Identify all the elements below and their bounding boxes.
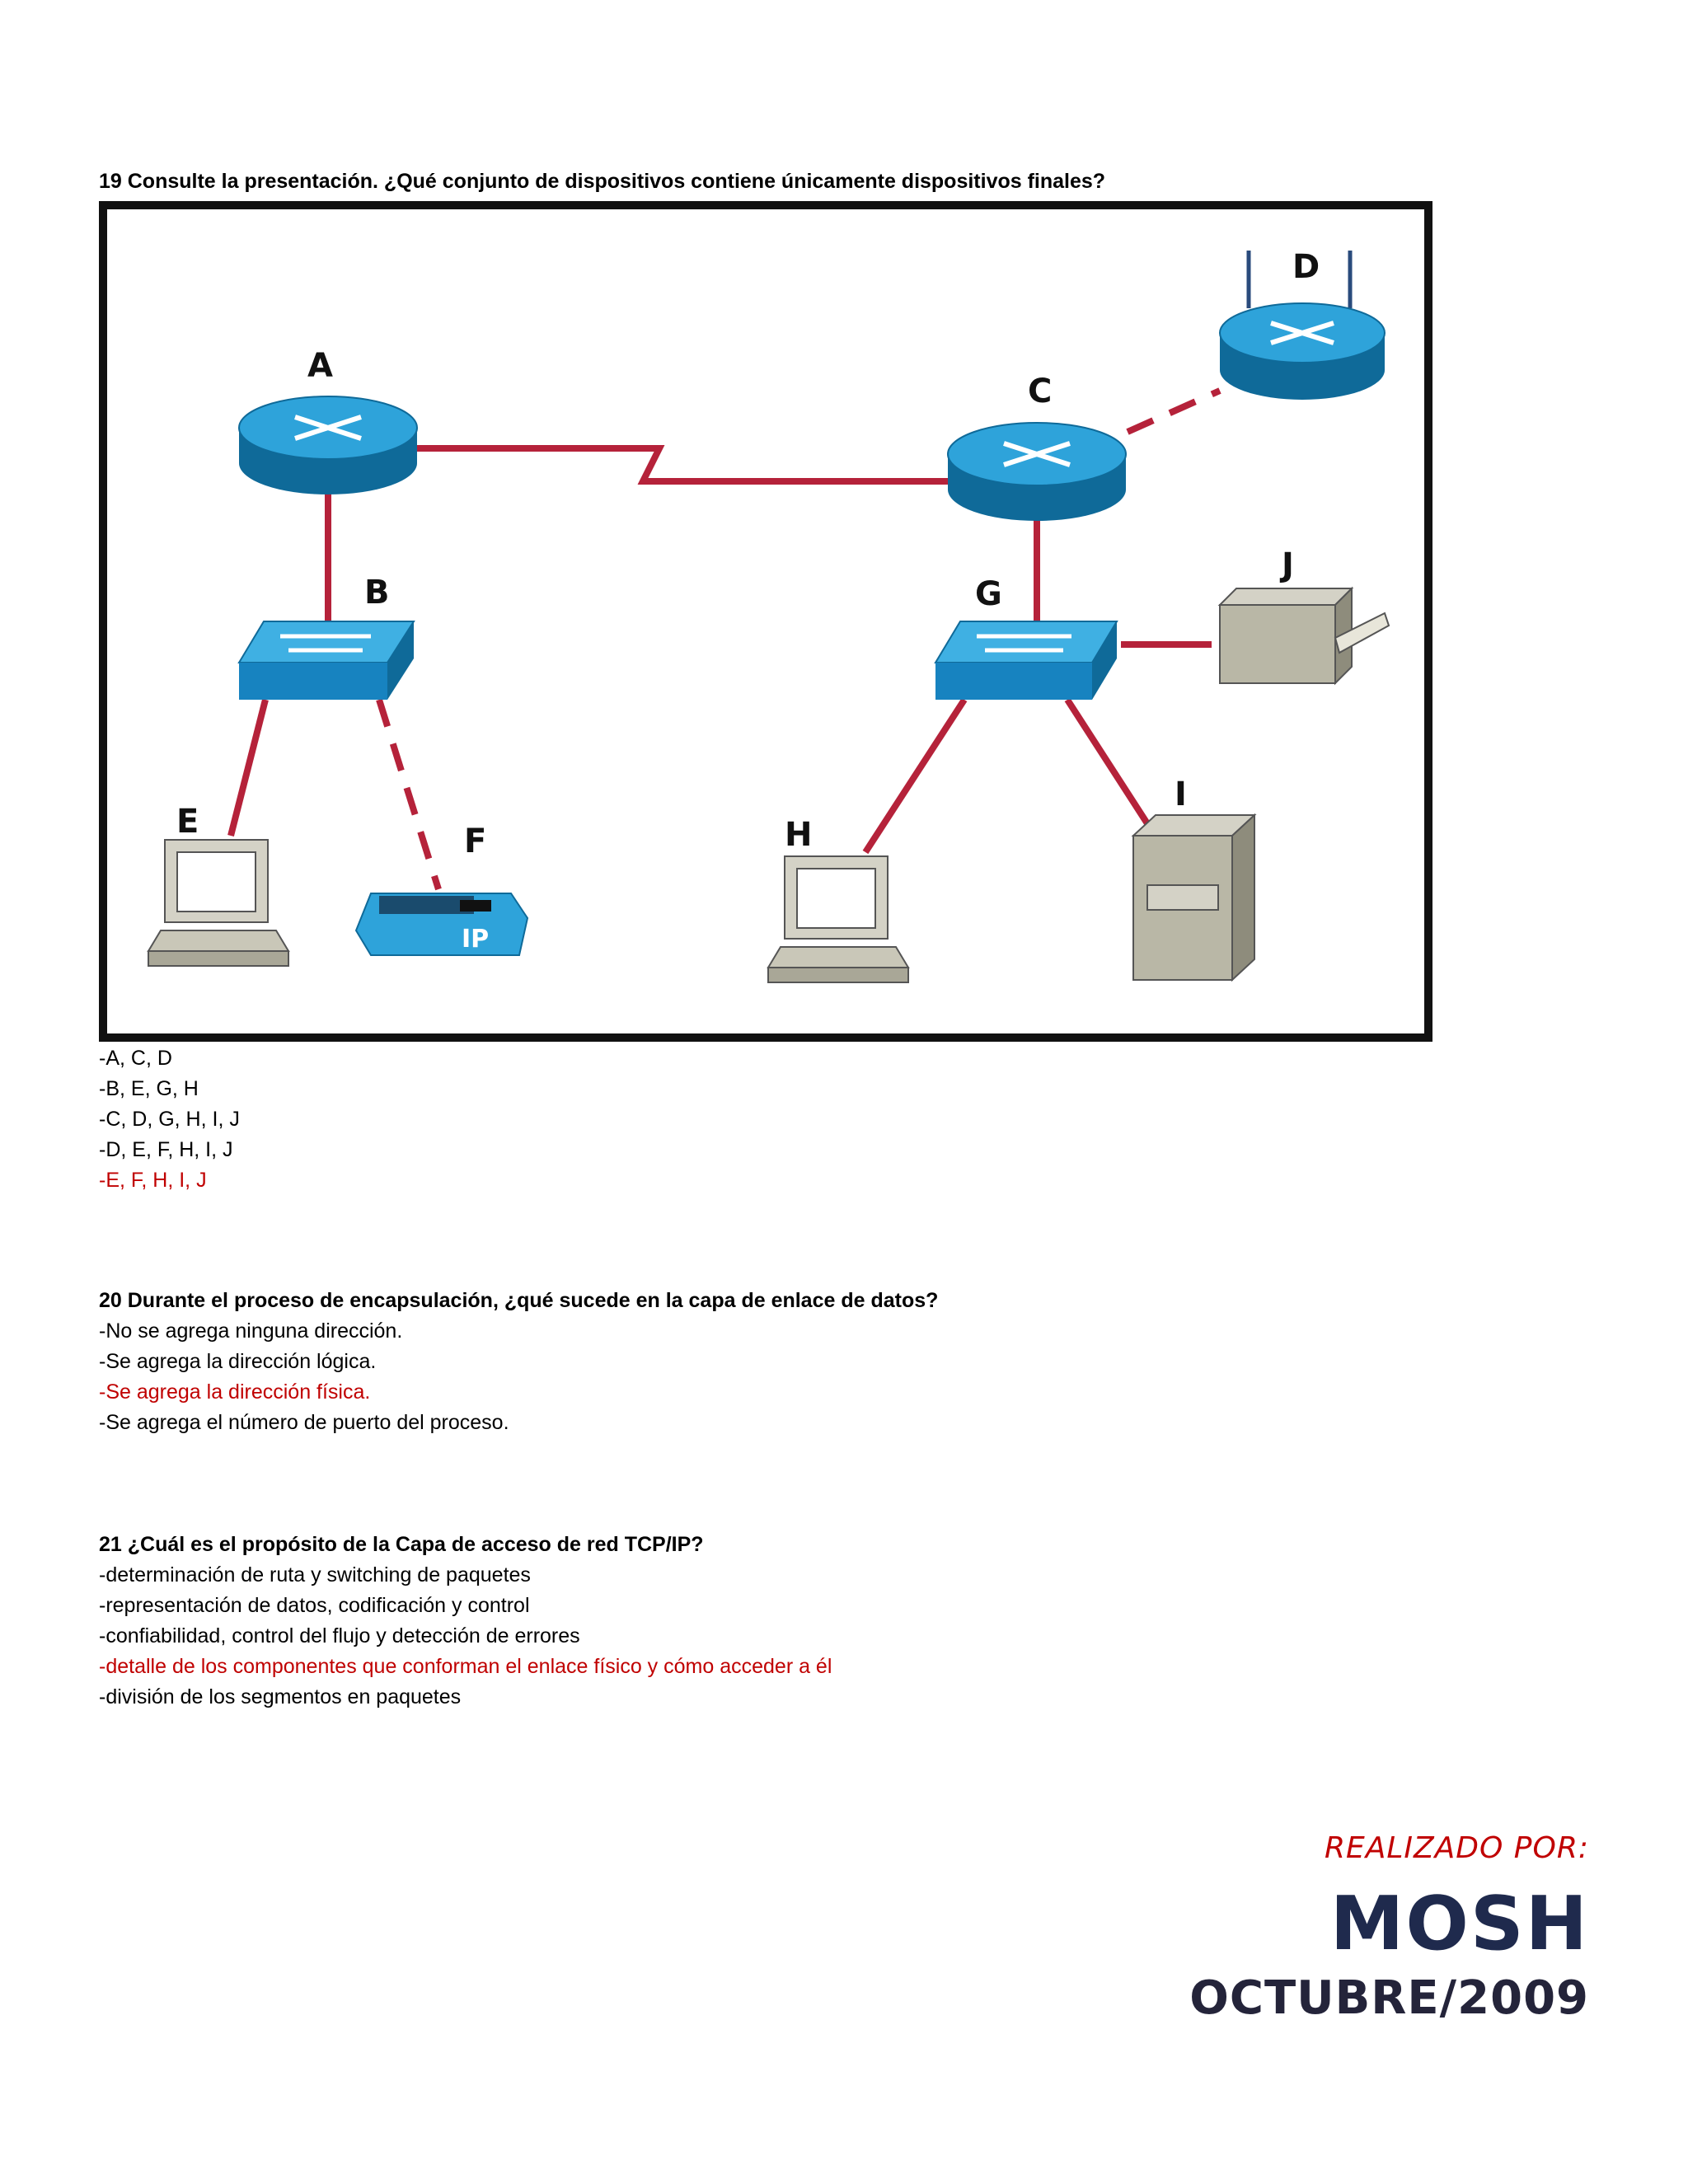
option: -C, D, G, H, I, J xyxy=(99,1108,240,1131)
link-b-e xyxy=(227,699,269,837)
label-e: E xyxy=(176,803,199,841)
question-title: 20 Durante el proceso de encapsulación, … xyxy=(99,1289,939,1312)
question-20: 20 Durante el proceso de encapsulación, … xyxy=(99,1286,938,1438)
author-name: MOSH xyxy=(1329,1881,1589,1967)
switch-b-icon xyxy=(237,621,415,700)
option: -Se agrega el número de puerto del proce… xyxy=(99,1411,509,1434)
option: -A, C, D xyxy=(99,1047,172,1070)
correct-option: -detalle de los componentes que conforma… xyxy=(99,1655,832,1678)
label-d: D xyxy=(1292,248,1320,286)
server-i-icon xyxy=(1131,813,1257,982)
option: -B, E, G, H xyxy=(99,1077,199,1100)
question-19-options: -A, C, D -B, E, G, H -C, D, G, H, I, J -… xyxy=(99,1043,240,1196)
label-i: I xyxy=(1175,776,1187,813)
made-by-label: REALIZADO POR: xyxy=(1324,1831,1589,1865)
label-b: B xyxy=(364,574,390,612)
label-c: C xyxy=(1028,373,1052,410)
printer-j-icon xyxy=(1217,586,1390,686)
option: -confiabilidad, control del flujo y dete… xyxy=(99,1624,580,1647)
question-19: 19 Consulte la presentación. ¿Qué conjun… xyxy=(99,166,1105,197)
serial-link-a-c xyxy=(412,445,956,485)
question-21: 21 ¿Cuál es el propósito de la Capa de a… xyxy=(99,1530,832,1713)
option: -división de los segmentos en paquetes xyxy=(99,1685,462,1708)
computer-h-icon xyxy=(767,855,910,983)
option: -No se agrega ninguna dirección. xyxy=(99,1319,403,1343)
option: -Se agrega la dirección lógica. xyxy=(99,1350,377,1373)
question-title: 21 ¿Cuál es el propósito de la Capa de a… xyxy=(99,1533,704,1556)
correct-option: -Se agrega la dirección física. xyxy=(99,1380,371,1404)
option: -D, E, F, H, I, J xyxy=(99,1138,233,1161)
ip-phone-f-icon: IP xyxy=(354,893,529,956)
label-f: F xyxy=(464,823,486,860)
correct-option: -E, F, H, I, J xyxy=(99,1169,207,1192)
label-a: A xyxy=(307,347,333,385)
switch-g-icon xyxy=(934,621,1118,700)
label-j: J xyxy=(1279,546,1294,584)
link-c-d xyxy=(1126,387,1221,435)
option: -representación de datos, codificación y… xyxy=(99,1594,530,1617)
link-g-i xyxy=(1064,697,1153,830)
label-h: H xyxy=(785,816,812,854)
link-b-f xyxy=(376,698,442,891)
option: -determinación de ruta y switching de pa… xyxy=(99,1563,531,1586)
network-diagram: IP A B C D E F G H I J xyxy=(99,201,1432,1042)
wireless-router-d-icon xyxy=(1219,251,1386,400)
computer-e-icon xyxy=(147,839,290,967)
date-label: OCTUBRE/2009 xyxy=(1189,1971,1589,2025)
ip-phone-label: IP xyxy=(462,925,489,954)
label-g: G xyxy=(975,575,1002,613)
router-c-icon xyxy=(947,422,1127,521)
link-g-h xyxy=(862,697,968,855)
router-a-icon xyxy=(238,396,418,494)
network-links xyxy=(227,387,1221,891)
question-title: 19 Consulte la presentación. ¿Qué conjun… xyxy=(99,170,1106,193)
